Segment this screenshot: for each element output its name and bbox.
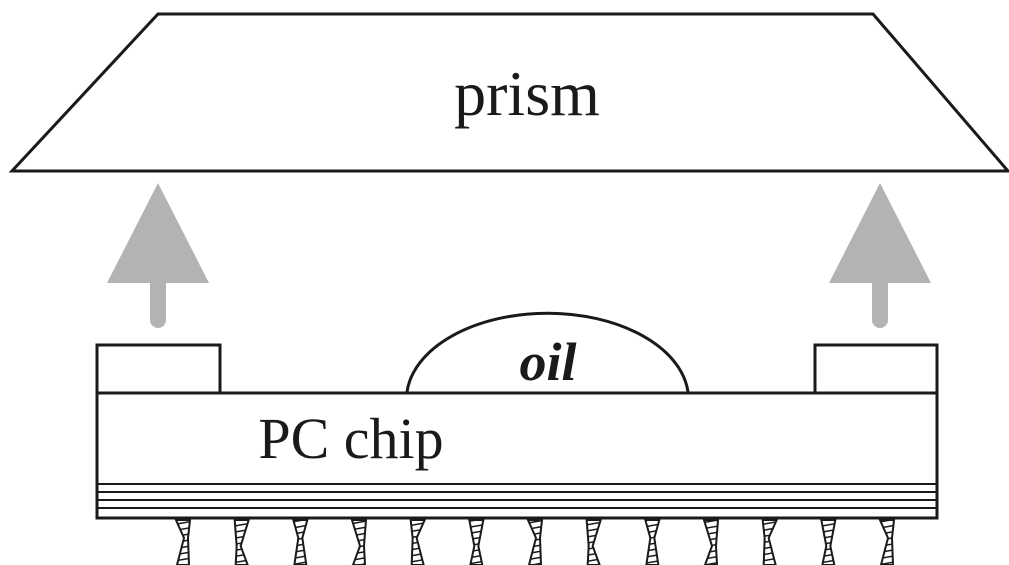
chip-stalk <box>233 519 251 565</box>
prism-label: prism <box>454 58 600 129</box>
chip-stalk <box>350 519 368 565</box>
chip-stalk <box>526 519 544 565</box>
chip-stalk <box>409 519 427 565</box>
chip-stalk <box>761 519 779 565</box>
pc-chip-label: PC chip <box>258 406 443 471</box>
left-arrow-icon <box>107 183 209 328</box>
chip-stalk <box>644 519 661 565</box>
chip-stalk <box>468 519 485 565</box>
chip-stalk <box>585 519 603 565</box>
chip-stalk <box>820 519 837 565</box>
pc-chip-body <box>95 391 939 520</box>
right-pad <box>813 343 939 395</box>
oil-label: oil <box>519 332 576 392</box>
chip-stalks <box>174 519 896 565</box>
chip-stalk <box>292 519 309 565</box>
chip-stalk <box>878 519 896 565</box>
left-pad <box>95 343 222 395</box>
oil-droplet <box>405 311 690 393</box>
chip-layers <box>97 483 937 509</box>
right-arrow-icon <box>829 183 931 328</box>
chip-stalk <box>174 519 192 565</box>
prism-shape <box>8 12 1009 173</box>
chip-stalk <box>702 519 720 565</box>
